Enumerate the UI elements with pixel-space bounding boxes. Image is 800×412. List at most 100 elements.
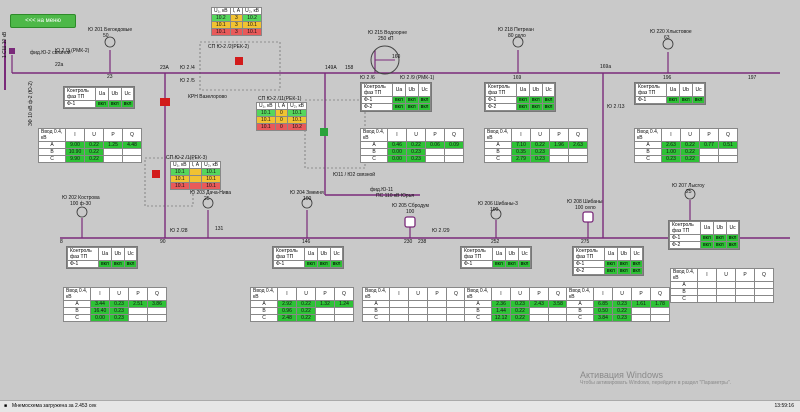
tp-218-kva: 80 село bbox=[508, 33, 526, 39]
tp-206-name[interactable]: Ю 206 Шибаны-3 bbox=[478, 201, 518, 207]
bbus-131: 131 bbox=[215, 226, 224, 232]
yu11-yu2-label: Ю11 / Ю2 связной bbox=[333, 172, 376, 178]
bus-label-158: 158 bbox=[345, 65, 354, 71]
tp-203-kva: 25 bbox=[204, 196, 210, 202]
bbus-146: 146 bbox=[302, 239, 311, 245]
sp-11-box bbox=[304, 99, 366, 169]
bus-label-yu213: Ю 2 /13 bbox=[607, 104, 625, 110]
tp-205-icon bbox=[404, 216, 416, 228]
tp-220-name[interactable]: Ю 220 Хлыстовое bbox=[650, 29, 692, 35]
bbus-90: 90 bbox=[160, 239, 166, 245]
bus-label-169a: 169а bbox=[600, 64, 612, 70]
tp-205-name[interactable]: Ю 205 Сбродум bbox=[392, 203, 429, 209]
tp-208-kva: 100 село bbox=[575, 205, 596, 211]
bus-label-yu26: Ю 2 /6 bbox=[360, 75, 375, 81]
bus-label-160: 160 bbox=[392, 54, 401, 60]
ps-label: ПС 110 кВ Юрья bbox=[376, 193, 415, 199]
bbus-238: 238 bbox=[418, 239, 427, 245]
bbus-yu228: Ю 2 /28 bbox=[170, 228, 188, 234]
tp-215-icon bbox=[370, 45, 400, 75]
status-bar: ■ Мнемосхема загружена за 2.453 сек 13:5… bbox=[0, 400, 800, 412]
bbus-252: 252 bbox=[491, 239, 500, 245]
tp-207-kva: 25 bbox=[686, 189, 692, 195]
tp-220-kva: 63 bbox=[664, 35, 670, 41]
tp-204-kva: 100 bbox=[303, 196, 312, 202]
bbus-8: 8 bbox=[60, 239, 63, 245]
bus-label-23: 23 bbox=[107, 74, 113, 80]
bus-label-196: 196 bbox=[663, 75, 672, 81]
tp-204-name[interactable]: Ю 204 Змеиня bbox=[290, 190, 324, 196]
bus-label-23a: 23А bbox=[160, 65, 169, 71]
tp-207-name[interactable]: Ю 207 Лысгоу bbox=[672, 183, 705, 189]
status-text: Мнемосхема загружена за 2.453 сек bbox=[12, 403, 97, 409]
tp-215-name[interactable]: Ю 215 Водоорне bbox=[368, 30, 407, 36]
tp-208-icon bbox=[582, 211, 594, 223]
breaker-red-4 bbox=[152, 170, 160, 178]
sp-2-name: СП Ю-2 /2(РЕК-2) bbox=[208, 44, 250, 50]
bus-label-149a: 149А bbox=[325, 65, 337, 71]
kru-label: КРН Вазелорово bbox=[188, 94, 227, 100]
tp-202-kva: 100 ф-30 bbox=[70, 201, 92, 207]
tp-202-icon bbox=[76, 206, 88, 218]
watermark-title: Активация Windows bbox=[580, 370, 663, 380]
status-clock: 13:59:16 bbox=[774, 403, 794, 409]
bus-label-yu25: Ю 2 /5 bbox=[180, 78, 195, 84]
tp-201-icon bbox=[104, 36, 116, 48]
tp-218-name[interactable]: Ю 218 Петреан bbox=[498, 27, 534, 33]
tp-215-kva: 250 кП bbox=[378, 36, 394, 42]
tp-206-kva: 100 bbox=[490, 207, 499, 213]
tp-220-icon bbox=[662, 38, 674, 50]
tp-201-kva: 50 bbox=[103, 33, 109, 39]
bbus-yu229: Ю 2 /29 bbox=[432, 228, 450, 234]
sp-2-box bbox=[199, 41, 281, 91]
watermark-sub: Чтобы активировать Windows, перейдите в … bbox=[580, 380, 732, 386]
breaker-red-2 bbox=[235, 57, 243, 65]
bus-1sh-label: 1 СШ 10 кВ bbox=[2, 31, 8, 58]
bbus-275: 275 bbox=[581, 239, 590, 245]
breaker-green-1 bbox=[320, 128, 328, 136]
tp-207-icon bbox=[684, 188, 696, 200]
bus-label-169: 169 bbox=[513, 75, 522, 81]
windows-watermark: Активация Windows Чтобы активировать Win… bbox=[580, 370, 731, 386]
sp-1-name: СП Ю-2 /1(РЕК-3) bbox=[166, 155, 208, 161]
fider-left-label: фид.Ю-2 связной bbox=[30, 50, 71, 56]
bus-label-yu23: Ю 2 /3 (РМК-2) bbox=[55, 48, 90, 54]
tp-202-name[interactable]: Ю 202 Кострова bbox=[62, 195, 100, 201]
status-icon: ■ bbox=[4, 403, 8, 409]
tp-201-name[interactable]: Ю 201 Бегоедовые bbox=[88, 27, 133, 33]
bus-label-197: 197 bbox=[748, 75, 757, 81]
tp-203-icon bbox=[202, 197, 214, 209]
breaker-red-1 bbox=[160, 98, 170, 106]
bus-label-yu29: Ю 2 /9 (РМК-1) bbox=[400, 75, 435, 81]
sp-11-name: СП Ю-2 /11(РЕК-1) bbox=[258, 96, 302, 102]
tp-206-icon bbox=[490, 208, 502, 220]
fid-11-label: фид.Ю-11 bbox=[370, 187, 394, 193]
back-to-menu-button[interactable]: <<< на меню bbox=[10, 14, 76, 28]
tp-203-name[interactable]: Ю 203 Дача-Нива bbox=[190, 190, 232, 196]
bbus-230: 230 bbox=[404, 239, 413, 245]
fider-left-name: ЗФ 10 кВ ф-2 (Ю-2) bbox=[28, 81, 34, 126]
bus-label-yu24: Ю 2 /4 bbox=[180, 65, 195, 71]
tp-208-name[interactable]: Ю 208 Шибаны bbox=[567, 199, 603, 205]
tp-204-icon bbox=[301, 197, 313, 209]
